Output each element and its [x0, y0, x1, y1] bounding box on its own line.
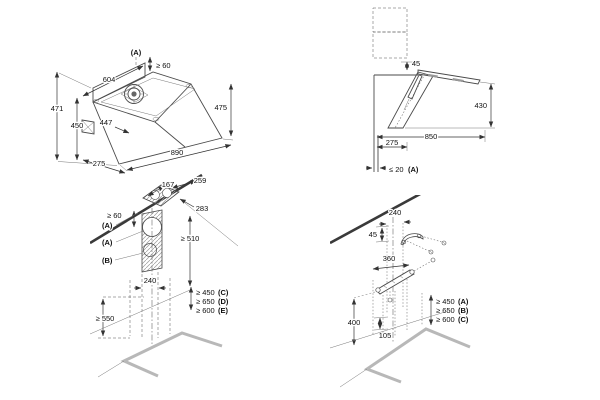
- clearance-value: ≥ 600: [196, 306, 215, 315]
- dim-890-label: 890: [171, 148, 184, 157]
- dim-850-label: 850: [425, 132, 438, 141]
- corner-cap: [185, 83, 193, 89]
- dim-45-label: 45: [412, 59, 420, 68]
- dim-105-label: 105: [379, 331, 392, 340]
- duct-channel: [141, 209, 163, 273]
- dim-550-label: ≥ 550: [96, 314, 115, 323]
- screw: [375, 287, 381, 293]
- hood-isometric-view: (A) ≥ 60 604 471 450 447 475 890 275: [50, 47, 234, 174]
- screw: [441, 240, 447, 246]
- dim-240-label: 240: [389, 208, 402, 217]
- dim-283-label: 283: [196, 204, 209, 213]
- clearance-value: ≥ 650: [436, 306, 455, 315]
- dim-259-label: 259: [194, 176, 207, 185]
- dimensions: 167 259 283 ≥ 60 (A) (A) (B) ≥ 510 240 ≥…: [94, 175, 230, 337]
- dim-167-label: 167: [162, 180, 175, 189]
- dim-275-label: 275: [93, 159, 106, 168]
- control-knob: [124, 84, 144, 104]
- side-outlet: [81, 119, 95, 135]
- wall-bracket-mounting-view: 240 45 360 400 105 ≥ 450 (A) ≥ 650 (B) ≥…: [330, 195, 471, 388]
- dim-510-label: ≥ 510: [181, 234, 200, 243]
- screw: [387, 297, 393, 303]
- screw: [409, 269, 415, 275]
- screw: [430, 257, 436, 263]
- dim-430-label: 430: [474, 101, 487, 110]
- clearance-key: (D): [218, 297, 229, 306]
- clearance-key: (B): [458, 306, 469, 315]
- clearance-list: ≥ 450 (A) ≥ 650 (B) ≥ 600 (C): [435, 296, 470, 325]
- dim-475-label: 475: [214, 103, 227, 112]
- panel-strut: [407, 74, 423, 100]
- clearance-key: (A): [458, 297, 469, 306]
- dim-275-label: 275: [386, 138, 399, 147]
- key-a2-label: (A): [102, 238, 113, 247]
- panel-vent: [428, 74, 438, 78]
- dim-471-label: 471: [51, 104, 64, 113]
- dim-45-label: 45: [369, 230, 377, 239]
- panel-vent: [452, 78, 464, 82]
- clearance-value: ≥ 650: [196, 297, 215, 306]
- upper-bracket: [400, 233, 447, 255]
- dimensions: 45 430 850 275 ≤ 20 (A): [366, 58, 496, 175]
- clearance-list: ≥ 450 (C) ≥ 650 (D) ≥ 600 (E): [195, 287, 230, 316]
- corner-cap: [152, 116, 160, 122]
- dim-450-label: 450: [71, 121, 84, 130]
- screw: [428, 249, 434, 255]
- key-a1-label: (A): [102, 221, 113, 230]
- dimensions: (A) ≥ 60 604 471 450 447 475 890 275: [50, 47, 234, 174]
- clearance-value: ≥ 450: [436, 297, 455, 306]
- clearance-key: (E): [218, 306, 229, 315]
- chimney-outline: [372, 7, 408, 59]
- dim-gap-top-label: ≥ 60: [107, 211, 122, 220]
- dim-360-label: 360: [383, 254, 396, 263]
- dimensions: 240 45 360 400 105 ≥ 450 (A) ≥ 650 (B) ≥…: [347, 207, 470, 346]
- wall-and-hood: [373, 69, 481, 172]
- hood-side-view: 45 430 850 275 ≤ 20 (A): [366, 7, 496, 175]
- clearance-value: ≥ 600: [436, 315, 455, 324]
- mounting-rail: [375, 257, 436, 303]
- duct-opening-lower: [143, 243, 157, 257]
- dim-rail-label: ≤ 20: [389, 165, 404, 174]
- key-a-label: (A): [131, 48, 142, 57]
- corner-cap: [93, 99, 99, 103]
- dim-240-label: 240: [144, 276, 157, 285]
- wall-recess-mounting-view: 167 259 283 ≥ 60 (A) (A) (B) ≥ 510 240 ≥…: [90, 173, 239, 378]
- clearance-key: (C): [458, 315, 469, 324]
- clearance-value: ≥ 450: [196, 288, 215, 297]
- clearance-key: (C): [218, 288, 229, 297]
- top-panel: [417, 69, 481, 85]
- countertop-edge: [363, 327, 471, 384]
- ceiling-line: [330, 195, 422, 245]
- dim-rail-key: (A): [408, 165, 419, 174]
- key-b-label: (B): [102, 256, 113, 265]
- dim-400-label: 400: [348, 318, 361, 327]
- dim-gap-top-label: ≥ 60: [156, 61, 171, 70]
- countertop-edge: [120, 331, 223, 378]
- dim-447-label: 447: [100, 118, 113, 127]
- dim-604-label: 604: [103, 75, 116, 84]
